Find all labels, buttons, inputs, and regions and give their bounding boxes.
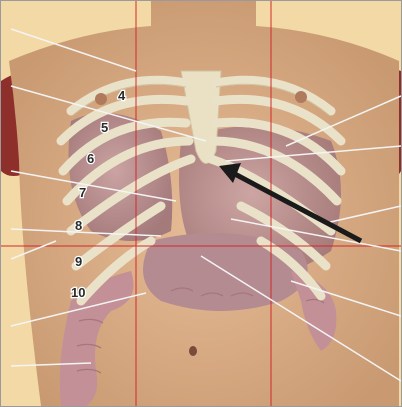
navel [189, 346, 197, 356]
rib-label-10: 10 [71, 285, 85, 300]
rib-label-7: 7 [79, 185, 86, 200]
rib-label-9: 9 [75, 254, 82, 269]
left-nipple [95, 93, 107, 105]
rib-label-6: 6 [87, 151, 94, 166]
rib-label-4: 4 [118, 88, 126, 103]
right-nipple [295, 91, 307, 103]
rib-label-8: 8 [75, 218, 82, 233]
rib-label-5: 5 [101, 120, 108, 135]
